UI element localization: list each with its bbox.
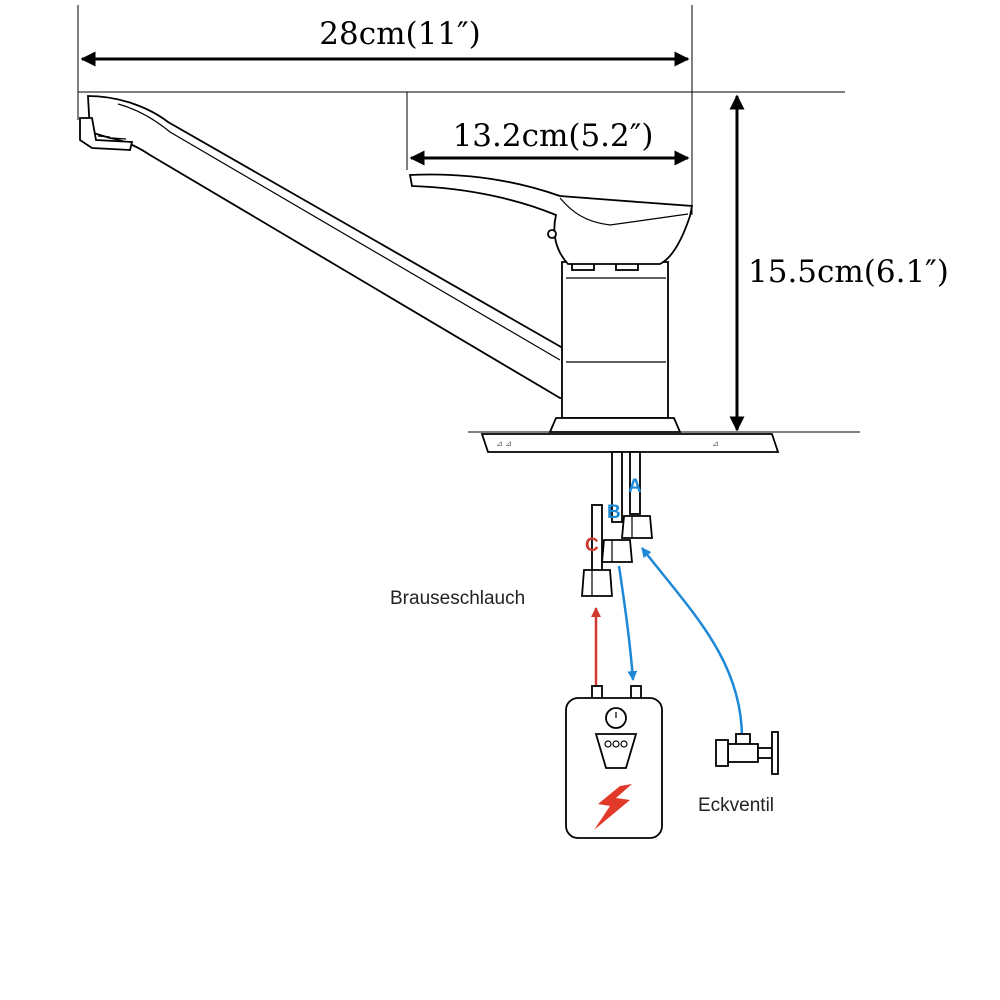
faucet-body bbox=[561, 261, 669, 419]
dimension-label-height: 15.5cm(6.1″) bbox=[748, 254, 949, 290]
dimension-spout-to-body: 13.2cm(5.2″) bbox=[406, 92, 690, 170]
hose-nut-b bbox=[601, 539, 633, 563]
hose-nut-a bbox=[621, 515, 653, 539]
faucet-aerator bbox=[79, 117, 134, 151]
faucet-lever bbox=[408, 173, 694, 265]
shower-hose-label: Brauseschlauch bbox=[390, 588, 525, 609]
hose-nut-c bbox=[581, 569, 613, 597]
dimension-label-spout-to-body: 13.2cm(5.2″) bbox=[453, 118, 654, 154]
flow-arrows bbox=[591, 547, 744, 739]
dimension-label-total-length: 28cm(11″) bbox=[319, 16, 480, 52]
svg-text:⊿: ⊿ bbox=[712, 439, 719, 448]
countertop: ⊿ ⊿ ⊿ bbox=[468, 431, 860, 453]
svg-text:⊿ ⊿: ⊿ ⊿ bbox=[496, 439, 512, 448]
cold-supply-arrow bbox=[641, 547, 744, 739]
dimension-height: 15.5cm(6.1″) bbox=[78, 91, 949, 432]
angle-valve-label: Eckventil bbox=[698, 795, 774, 816]
connection-label-c: C bbox=[585, 535, 599, 556]
connection-label-a: A bbox=[628, 476, 642, 497]
faucet bbox=[79, 95, 694, 433]
angle-valve-icon bbox=[715, 731, 779, 775]
connection-label-b: B bbox=[607, 502, 621, 523]
faucet-base bbox=[548, 417, 682, 433]
electric-water-heater-icon bbox=[565, 685, 663, 839]
supply-hoses bbox=[581, 451, 653, 597]
lightning-bolt-icon bbox=[594, 784, 632, 830]
cold-to-heater-arrow bbox=[617, 565, 638, 681]
dimension-total-length: 28cm(11″) bbox=[77, 5, 693, 215]
